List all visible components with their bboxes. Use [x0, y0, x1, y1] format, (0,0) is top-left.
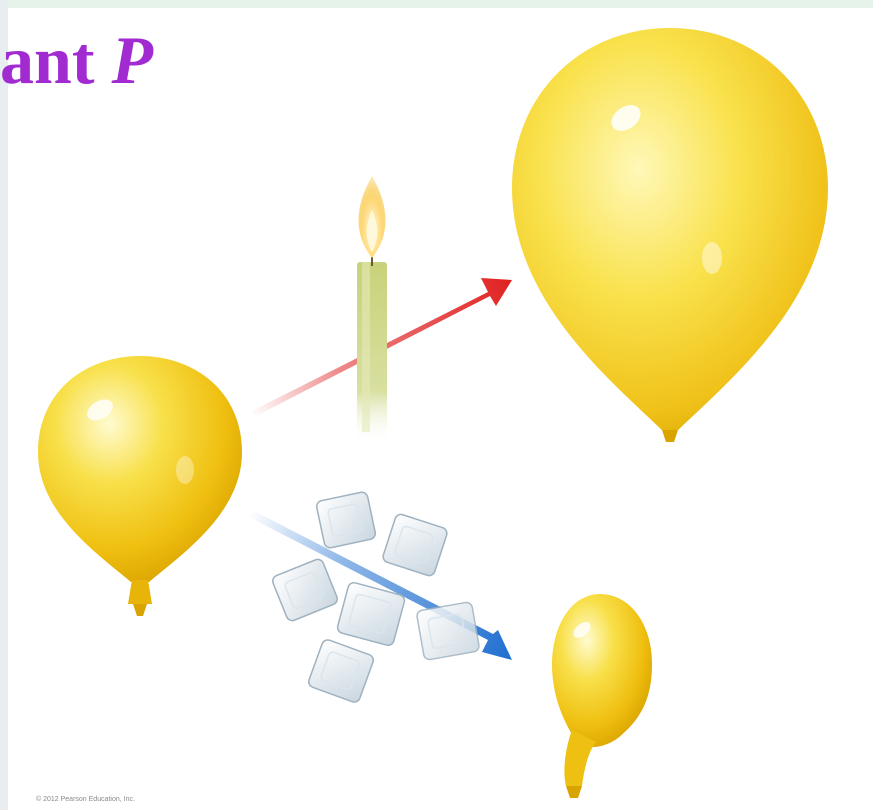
- balloon-icon: [552, 594, 652, 798]
- ice-cubes: [272, 491, 480, 703]
- ice-cube-icon: [382, 513, 448, 577]
- balloon-icon: [512, 28, 828, 442]
- slide-top-band: [0, 0, 873, 8]
- slide-left-band: [0, 0, 8, 810]
- cold-arrow: [245, 509, 512, 660]
- candle-icon: [357, 176, 387, 447]
- copyright-credit: © 2012 Pearson Education, Inc.: [36, 796, 135, 803]
- balloon-icon: [38, 356, 242, 616]
- title-prefix: ant: [0, 22, 95, 98]
- title-variable: P: [111, 22, 154, 98]
- ice-cube-icon: [336, 581, 406, 647]
- ice-cube-icon: [416, 601, 480, 661]
- ice-cube-icon: [308, 639, 374, 703]
- ice-cube-icon: [272, 558, 338, 622]
- slide-title: ant P: [0, 26, 153, 94]
- ice-cube-icon: [315, 491, 377, 549]
